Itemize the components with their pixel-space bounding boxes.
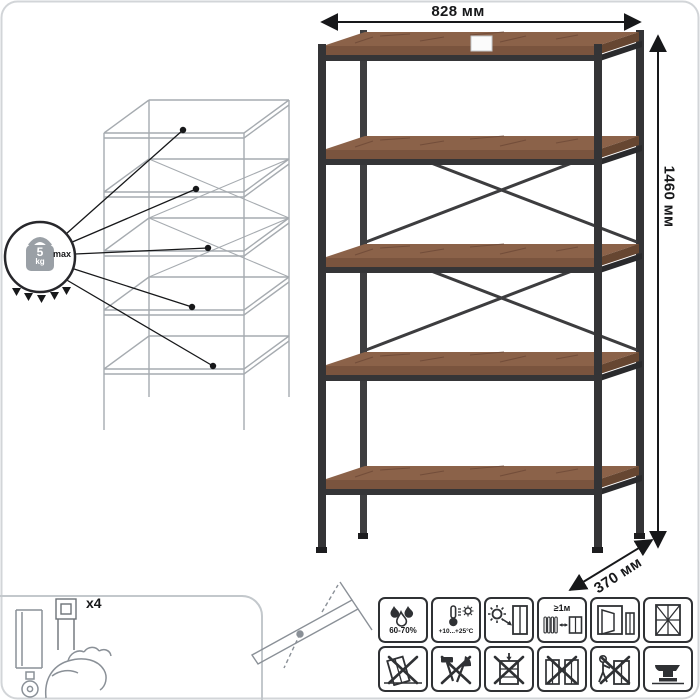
- hang-tag: [470, 35, 493, 52]
- assembly-detail: [0, 581, 373, 700]
- window-ventilation-icon: [597, 605, 635, 635]
- care-cell-lattice: [643, 597, 693, 643]
- assembly-callout-frame: [0, 595, 263, 700]
- no-adjacent-stacking-icon: [545, 655, 579, 685]
- load-direction-arrows-icon: [12, 287, 71, 303]
- no-impact-tools-icon: [440, 655, 472, 685]
- no-tipping-icon: [384, 655, 422, 686]
- leg-profile-icon: [55, 598, 77, 650]
- temperature-range-label: +10...+25°С: [438, 627, 474, 635]
- max-weight-qualifier: max: [53, 249, 72, 259]
- weight-limit-badge: [3, 220, 77, 303]
- shelf-board: [320, 243, 642, 273]
- lattice-cabinet-icon: [655, 604, 681, 636]
- care-cell-heat-distance: ≥1м: [537, 597, 587, 643]
- weight-body-icon: [26, 245, 54, 271]
- shelf-render: [316, 30, 645, 553]
- care-cell-no-tools: [431, 646, 481, 692]
- frame-corner-detail: [250, 581, 373, 669]
- heat-source-distance-icon: [543, 616, 583, 634]
- avoid-sunlight-icon: [488, 605, 528, 635]
- shelf-board: [320, 351, 642, 381]
- temperature-range-icon: [449, 605, 474, 627]
- humidity-range-icon: [390, 605, 414, 627]
- shelf-board: [320, 135, 642, 165]
- depth-arrow-icon: [568, 539, 654, 591]
- weight-handle-icon: [28, 237, 52, 248]
- care-cell-no-stacking: [537, 646, 587, 692]
- care-cell-sunlight: [484, 597, 534, 643]
- no-overload-icon: [493, 653, 525, 685]
- no-pushing-icon: [598, 654, 631, 685]
- care-cell-heavy-press: [643, 646, 693, 692]
- care-icon-grid: 60-70% +10...+25°С ≥1м: [378, 597, 693, 692]
- width-dimension-label: 828 мм: [431, 3, 485, 20]
- humidity-range-label: 60-70%: [389, 625, 417, 635]
- heavy-press-icon: [652, 665, 684, 685]
- max-weight-unit: kg: [35, 257, 45, 266]
- care-cell-no-tipping: [378, 646, 428, 692]
- wireframe-shelf-drawing: [103, 99, 290, 430]
- cross-brace-icon: [365, 136, 638, 352]
- care-cell-no-overload: [484, 646, 534, 692]
- shelf-callout-lines: [64, 126, 217, 370]
- feet-count-label: x4: [86, 595, 102, 611]
- heat-distance-label: ≥1м: [553, 603, 571, 614]
- care-cell-temperature: +10...+25°С: [431, 597, 481, 643]
- max-weight-value: 5: [36, 245, 44, 259]
- care-cell-no-pushing: [590, 646, 640, 692]
- shelf-board: [320, 465, 642, 495]
- hand-icon: [44, 658, 107, 699]
- foot-installation-drawing: [15, 609, 112, 699]
- dimension-arrows: [320, 13, 667, 591]
- height-dimension-label: 1460 мм: [660, 165, 678, 228]
- care-cell-humidity: 60-70%: [378, 597, 428, 643]
- care-cell-window: [590, 597, 640, 643]
